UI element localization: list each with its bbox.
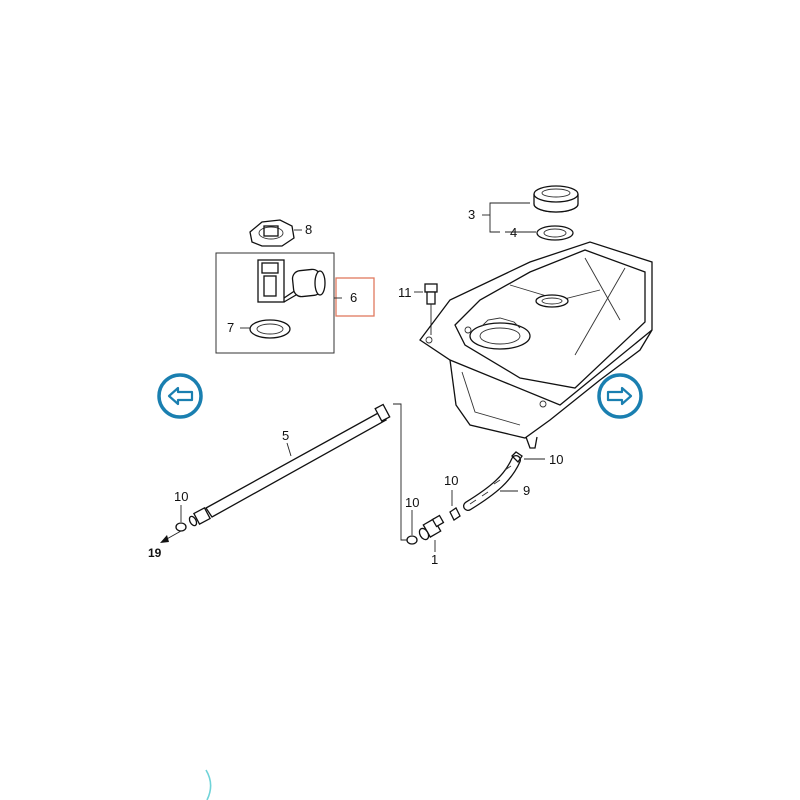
callout-10-left: 10: [174, 489, 188, 504]
callout-11: 11: [398, 285, 412, 300]
callout-10-tank: 10: [549, 452, 563, 467]
part-8-pump-nut: [249, 219, 295, 247]
reference-arrow-19: [160, 530, 182, 543]
part-11-bolt: [424, 283, 438, 305]
callout-6: 6: [350, 290, 357, 305]
callout-3: 3: [468, 207, 475, 222]
callout-1: 1: [431, 552, 438, 567]
callout-9: 9: [523, 483, 530, 498]
part-5-fuel-tube: [188, 403, 391, 527]
clamp-10-tank-outlet: [511, 451, 523, 464]
clamp-10-lower: [406, 535, 418, 545]
clamp-10-left: [175, 522, 187, 532]
callout-4: 4: [510, 225, 517, 240]
part-9-fuel-hose: [463, 455, 521, 511]
callout-10-hose: 10: [444, 473, 458, 488]
part-6-fuel-pump: [257, 259, 326, 303]
callout-8: 8: [305, 222, 312, 237]
previous-page-button[interactable]: [157, 373, 203, 419]
part-7-pump-gasket: [249, 319, 291, 339]
fuel-pump-group-box: [215, 252, 335, 354]
callout-6-highlight: [335, 277, 375, 317]
next-page-button[interactable]: [597, 373, 643, 419]
part-3-fuel-cap: [533, 185, 579, 213]
part-4-cap-gasket: [536, 225, 574, 241]
callout-7: 7: [227, 320, 234, 335]
callout-10-lower: 10: [405, 495, 419, 510]
screen-artifact-mark: [205, 769, 212, 800]
arrow-right-icon: [606, 386, 633, 406]
callout-19: 19: [148, 546, 162, 560]
clamp-10-hose: [449, 507, 461, 521]
callout-5: 5: [282, 428, 289, 443]
fuel-tank: [419, 241, 653, 449]
part-1-fuel-fitting: [418, 514, 445, 541]
arrow-left-icon: [167, 386, 194, 406]
